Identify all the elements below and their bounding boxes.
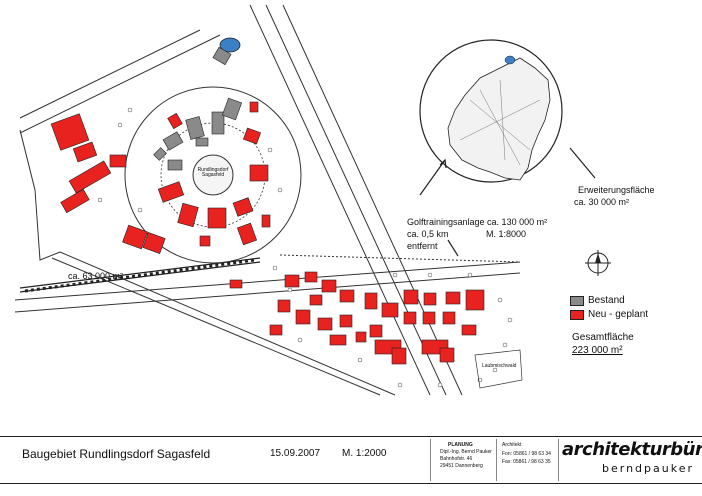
site-plan (14, 4, 611, 396)
golf-distance2-label: entfernt (407, 241, 438, 251)
area-left-label: ca. 63 000 m² (68, 271, 124, 281)
golf-distance-label: ca. 0,5 km (407, 229, 449, 239)
office-logo: architekturbüro (562, 439, 702, 460)
new-buildings-village (50, 101, 271, 289)
office-phone: Fon: 05861 / 98 63 34 (502, 451, 551, 457)
forest-label: Laubmischwald (482, 363, 517, 369)
office-heading: Architekt (502, 442, 522, 448)
trees (97, 107, 513, 388)
existing-buildings (153, 46, 243, 171)
extension-area-label: ca. 30 000 m² (574, 197, 630, 207)
project-title: Baugebiet Rundlingsdorf Sagasfeld (22, 447, 211, 461)
office-logo-sub: berndpauker (602, 462, 694, 475)
legend-new-label: Neu - geplant (588, 309, 649, 320)
planner-street: Bahnhofstr. 46 (440, 456, 473, 462)
pond (219, 37, 241, 53)
roads (14, 4, 521, 396)
extension-title-label: Erweiterungsfläche (578, 185, 655, 195)
planning-heading: PLANUNG (448, 442, 473, 448)
planner-city: 29451 Dannenberg (440, 463, 483, 469)
plan-date: 15.09.2007 (270, 448, 321, 459)
legend-existing-label: Bestand (588, 295, 625, 306)
planner-name: Dipl.-Ing. Bernd Pauker (440, 449, 492, 455)
legend-total-value: 223 000 m² (572, 345, 623, 356)
golf-title-label: Golftrainingsanlage ca. 130 000 m² (407, 217, 548, 227)
village-center-label: Rundlingsdorf Sagasfeld (197, 167, 229, 178)
north-arrow-icon (585, 250, 611, 276)
golf-scale-label: M. 1:8000 (486, 229, 527, 239)
legend-total-label: Gesamtfläche (572, 332, 634, 343)
plan-scale: M. 1:2000 (342, 448, 387, 459)
legend-new-swatch (570, 310, 584, 320)
office-fax: Fax: 05861 / 98 63 35 (502, 459, 551, 465)
legend-existing-swatch (570, 296, 584, 306)
new-buildings-south (269, 271, 485, 365)
golf-inset (419, 39, 563, 183)
title-block: Baugebiet Rundlingsdorf Sagasfeld 15.09.… (0, 436, 702, 484)
callout-lines (419, 147, 596, 257)
forest-boundary (474, 349, 523, 389)
